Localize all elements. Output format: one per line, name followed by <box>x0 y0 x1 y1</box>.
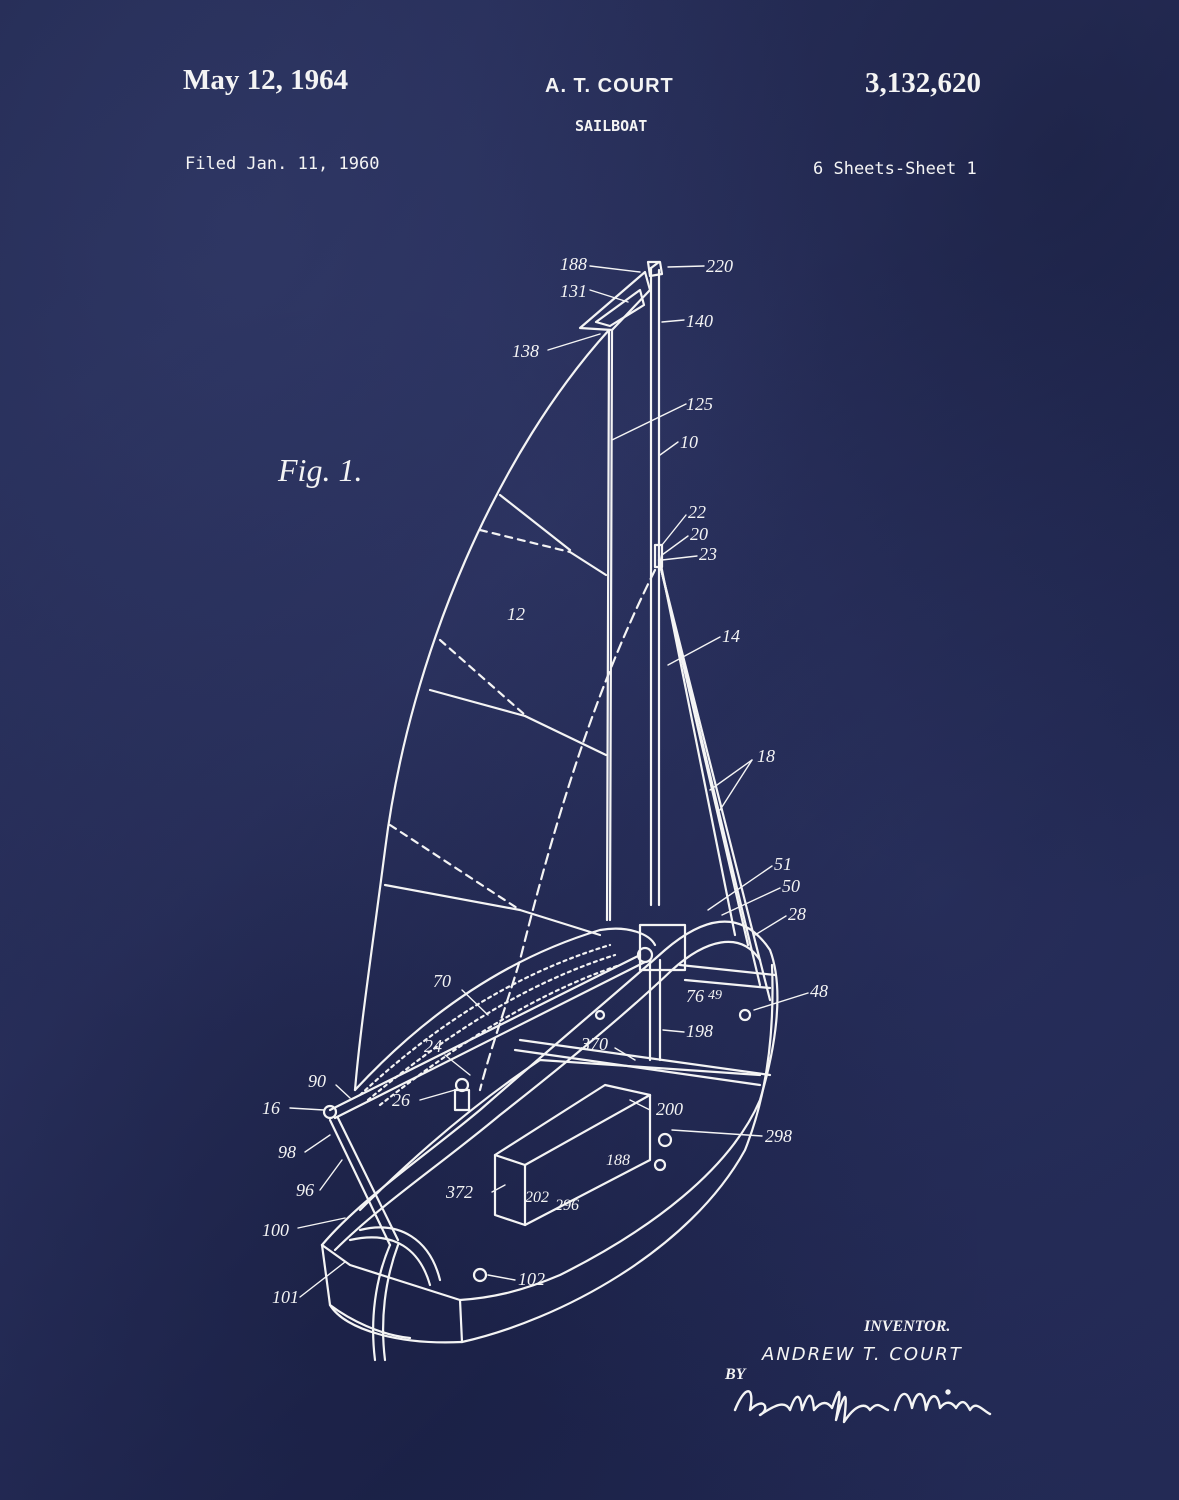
tiller-and-rudder <box>328 1116 442 1362</box>
ref-140: 140 <box>686 311 713 331</box>
ref-14: 14 <box>722 626 740 646</box>
top-fitting <box>578 270 652 332</box>
ref-96: 96 <box>296 1180 314 1200</box>
ref-20: 20 <box>690 524 708 544</box>
inventor-label: INVENTOR. <box>864 1318 951 1335</box>
ref-100: 100 <box>262 1220 289 1240</box>
centerboard-trunk <box>493 1083 652 1227</box>
ref-125: 125 <box>686 394 713 414</box>
ref-131: 131 <box>560 281 587 301</box>
figure-label: Fig. 1. <box>278 452 363 488</box>
ref-51: 51 <box>774 854 792 874</box>
attorney-signature <box>733 1389 992 1424</box>
patent-date: May 12, 1964 <box>183 64 349 96</box>
ref-202: 202 <box>525 1189 549 1206</box>
ref-23: 23 <box>699 544 717 564</box>
fittings <box>453 1008 752 1283</box>
ref-188-top: 188 <box>560 254 587 274</box>
ref-48: 48 <box>810 981 828 1001</box>
inventor-name: ANDREW T. COURT <box>762 1344 963 1365</box>
mast <box>646 260 664 907</box>
by-label: BY <box>725 1366 746 1383</box>
ref-138: 138 <box>512 341 539 361</box>
ref-200: 200 <box>656 1099 683 1119</box>
ref-28: 28 <box>788 904 806 924</box>
leader-lines <box>289 265 809 1298</box>
ref-16: 16 <box>262 1098 280 1118</box>
ref-49: 49 <box>708 988 722 1003</box>
inventor-heading: A. T. COURT <box>545 75 674 97</box>
reference-numerals: 188 220 131 140 138 125 10 22 20 23 12 1… <box>262 254 828 1307</box>
patent-number: 3,132,620 <box>865 67 981 99</box>
ref-296: 296 <box>555 1197 579 1214</box>
ref-22: 22 <box>688 502 706 522</box>
ref-76: 76 <box>686 986 704 1006</box>
ref-18: 18 <box>757 746 775 766</box>
ref-10: 10 <box>680 432 698 452</box>
patent-title: SAILBOAT <box>575 117 648 135</box>
ref-188-bottom: 188 <box>606 1152 630 1169</box>
ref-372: 372 <box>445 1182 473 1202</box>
sheet-count: 6 Sheets-Sheet 1 <box>813 159 977 179</box>
filed-date: Filed Jan. 11, 1960 <box>185 154 380 174</box>
ref-26: 26 <box>392 1090 410 1110</box>
boom-and-sail-foot <box>322 923 687 1120</box>
deck-cockpit <box>358 958 777 1212</box>
ref-70: 70 <box>433 971 451 991</box>
ref-90: 90 <box>308 1071 326 1091</box>
ref-24: 24 <box>424 1036 442 1056</box>
mainsail <box>353 328 657 1092</box>
ref-12: 12 <box>507 604 525 624</box>
ref-298: 298 <box>765 1126 792 1146</box>
ref-370: 370 <box>580 1034 608 1054</box>
ref-102: 102 <box>518 1269 545 1289</box>
ref-220: 220 <box>706 256 733 276</box>
ref-101: 101 <box>272 1287 299 1307</box>
ref-198: 198 <box>686 1021 713 1041</box>
forestay <box>653 543 772 1002</box>
ref-50: 50 <box>782 876 800 896</box>
ref-98: 98 <box>278 1142 296 1162</box>
